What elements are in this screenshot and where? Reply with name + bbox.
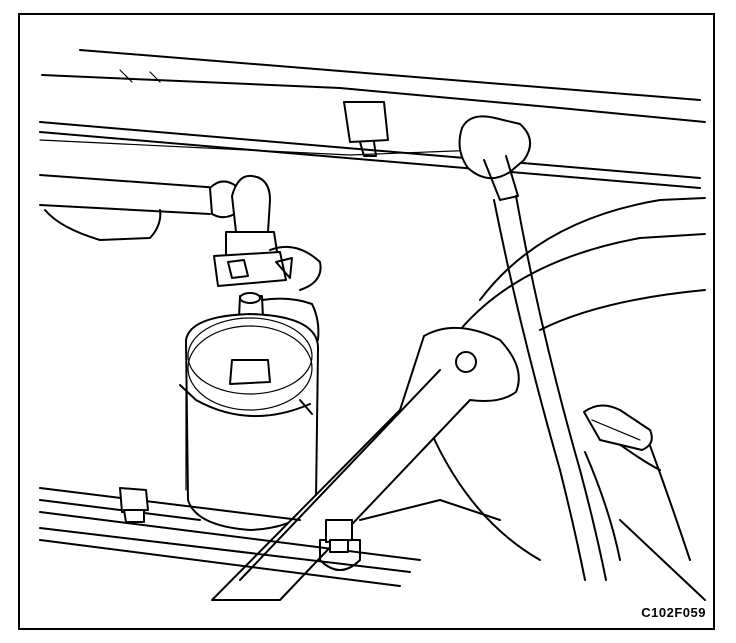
figure-frame (18, 13, 715, 630)
lower-frame (39, 487, 501, 587)
bolt-right (325, 519, 353, 553)
mounting-bracket (211, 326, 520, 601)
vacuum-hose-clamp (583, 404, 691, 561)
figure-code: C102F059 (641, 605, 706, 620)
fuel-line-upper (39, 174, 221, 241)
quick-connector (213, 231, 322, 291)
bolt-left (119, 487, 149, 523)
brake-booster-body (429, 197, 706, 601)
cable-grommet (458, 115, 531, 201)
upper-cowl-rails (39, 49, 706, 189)
vertical-hose (493, 195, 607, 581)
fuel-filter-canister (179, 313, 320, 531)
rail-clip (343, 101, 389, 157)
